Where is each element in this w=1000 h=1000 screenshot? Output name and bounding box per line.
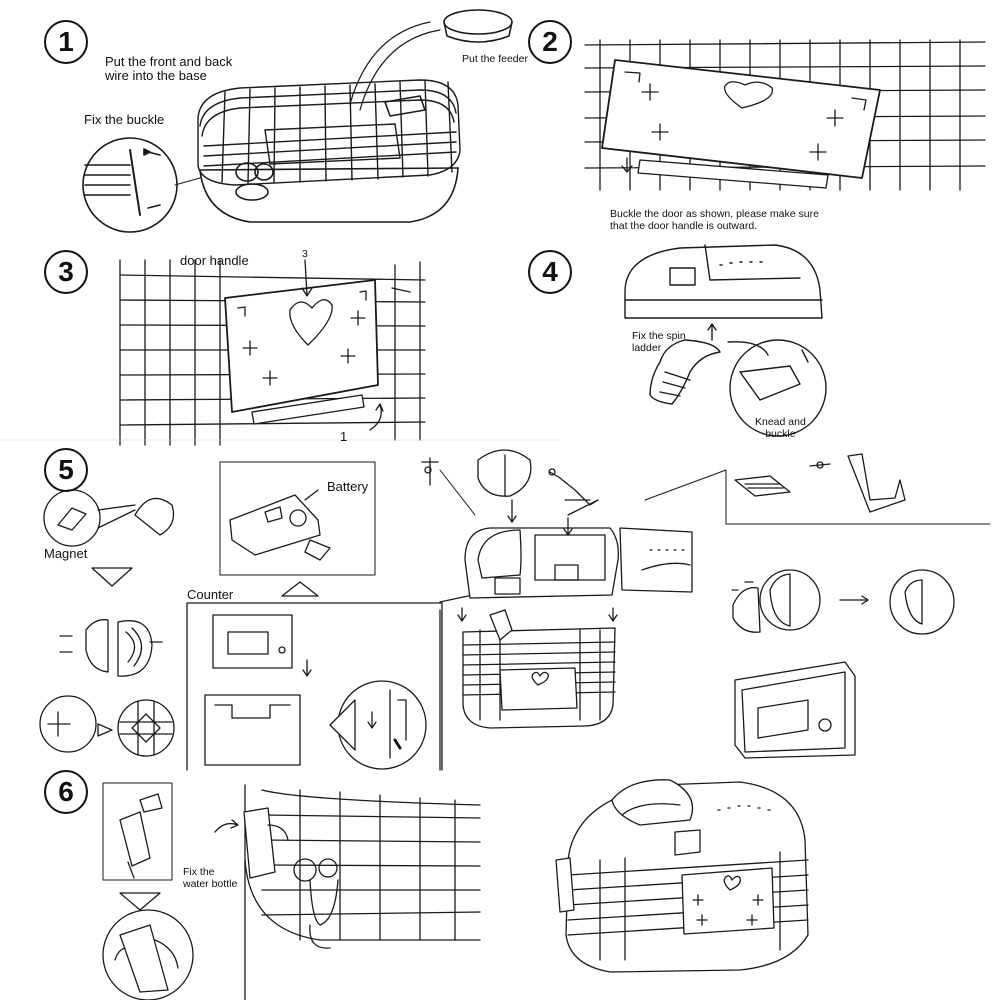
step1-cage-base-illustration (82, 9, 513, 233)
step-number-5: 5 (44, 448, 88, 492)
label-fix-water-bottle: Fix the water bottle (183, 866, 238, 890)
label-fix-spin-ladder: Fix the spin ladder (632, 330, 686, 354)
label-buckle-door: Buckle the door as shown, please make su… (610, 208, 819, 232)
step-number-4: 4 (528, 250, 572, 294)
step5-assembly-illustration (0, 439, 991, 771)
label-battery: Battery (327, 479, 369, 494)
label-front-back-wire: Put the front and back wire into the bas… (105, 54, 233, 83)
step6-water-bottle-illustration (102, 779, 809, 1000)
step-number-3: 3 (44, 250, 88, 294)
step2-door-illustration (584, 39, 986, 191)
label-door-handle: door handle (180, 253, 249, 268)
label-arrow-3: 3 (302, 248, 308, 260)
step-number-2: 2 (528, 20, 572, 64)
step-number-1: 1 (44, 20, 88, 64)
label-fix-buckle: Fix the buckle (84, 112, 165, 127)
step4-spin-ladder-illustration (624, 244, 827, 437)
label-counter: Counter (187, 587, 234, 602)
step-number-6: 6 (44, 770, 88, 814)
step3-door-handle-illustration (119, 259, 426, 446)
label-put-feeder: Put the feeder (462, 53, 528, 65)
label-knead-buckle: Knead and buckle (755, 416, 806, 440)
label-magnet: Magnet (44, 546, 88, 561)
label-arrow-1: 1 (340, 429, 348, 444)
